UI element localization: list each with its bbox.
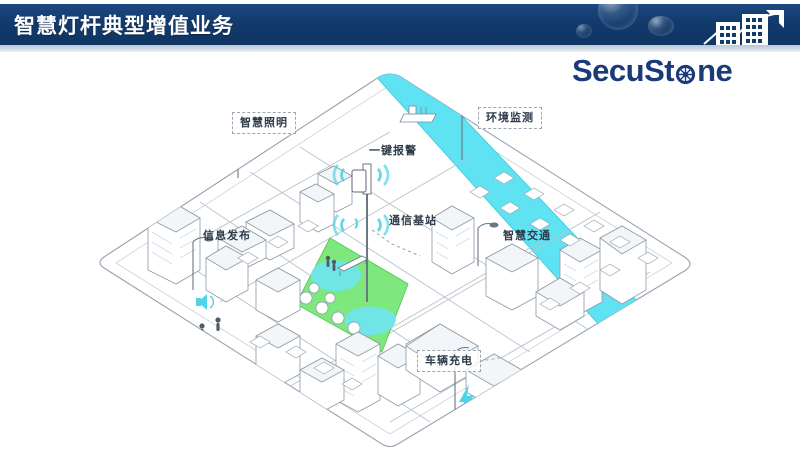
buildings-left: [147, 203, 301, 323]
alarm-signal-icon: [354, 218, 359, 229]
callout-smart-traffic[interactable]: 智慧交通: [503, 230, 551, 242]
callout-info-release[interactable]: 信息发布: [203, 230, 251, 242]
bubble-decor-medium: [648, 16, 674, 36]
callout-smart-lighting[interactable]: 智慧照明: [232, 112, 296, 134]
brand-text-before: SecuSt: [572, 53, 675, 88]
brand-logo: SecuSt ne: [572, 53, 733, 88]
page-title: 智慧灯杆典型增值业务: [14, 15, 234, 38]
bubble-decor-large: [598, 4, 638, 30]
antenna-icon: [332, 164, 390, 236]
smart-light-pole-central: [332, 163, 421, 302]
speaker-icon: [196, 294, 215, 310]
charging-car: [465, 412, 491, 428]
callout-base-station[interactable]: 通信基站: [389, 215, 437, 227]
header-bar: 智慧灯杆典型增值业务: [0, 4, 800, 45]
city-base-plate: [99, 73, 691, 448]
callout-vehicle-charge[interactable]: 车辆充电: [417, 350, 481, 372]
callout-env-monitor[interactable]: 环境监测: [478, 107, 542, 129]
park-people: [325, 255, 337, 271]
boat-icon: [399, 105, 437, 123]
gear-wheel-icon: [675, 64, 696, 84]
bubble-decor-small: [576, 24, 592, 38]
callout-one-key-alarm[interactable]: 一键报警: [369, 145, 417, 157]
central-park: [295, 237, 409, 353]
isometric-smart-city-diagram: [99, 73, 691, 448]
header-underline: [0, 45, 800, 52]
brand-text-after: ne: [697, 53, 733, 88]
lightning-bolt-icon: [459, 384, 474, 415]
buildings-growth-arrow-icon: [703, 10, 784, 45]
vehicles: [237, 171, 659, 391]
